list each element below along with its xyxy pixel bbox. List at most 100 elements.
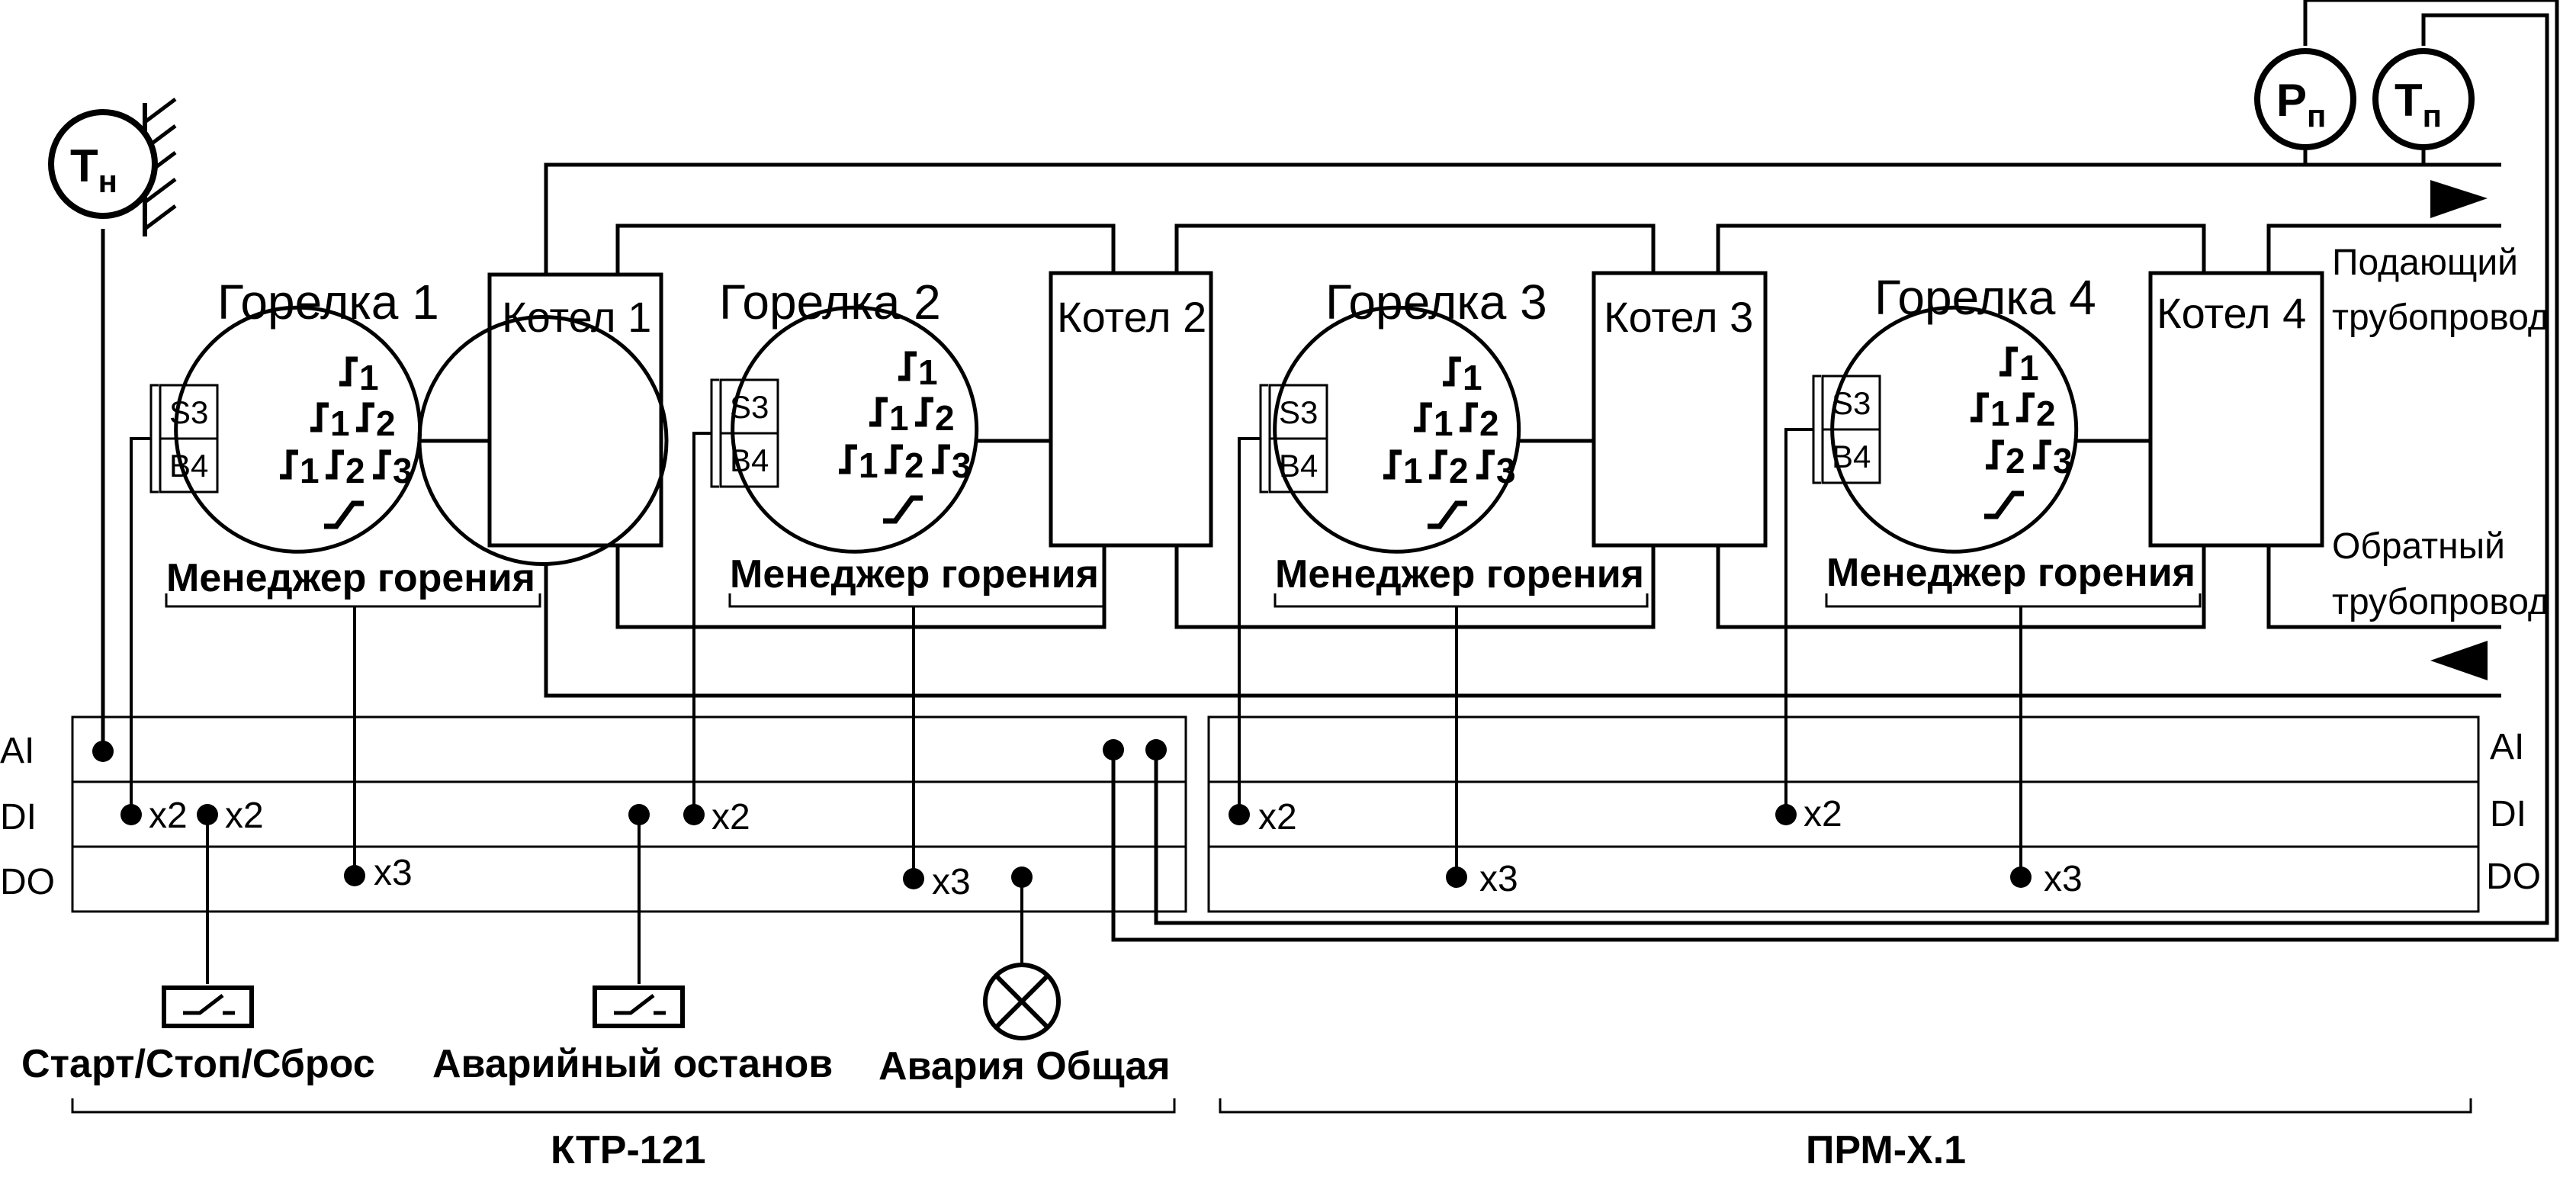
- burner-2-stage-glyph: [915, 397, 933, 427]
- burner-3-stage-glyph: [1414, 402, 1432, 432]
- return-pipe-label-2: трубопровод: [2332, 582, 2549, 622]
- stage-subscript: 1: [1990, 394, 2010, 433]
- burner-2-stage-glyph: [839, 444, 857, 474]
- row-do-right: DO: [2486, 857, 2541, 897]
- row-di-left: DI: [0, 797, 37, 838]
- stage-subscript: 1: [359, 358, 379, 397]
- burner-4-modulation-icon: [1984, 490, 2024, 519]
- burner-4-stage-glyph: [1999, 346, 2018, 377]
- burner-4-stage-glyph: [2016, 392, 2035, 423]
- burner-1-stage-glyph: [310, 402, 329, 432]
- stage-subscript: 3: [2053, 441, 2073, 481]
- stage-subscript: 3: [1496, 451, 1516, 490]
- burner-3-title: Горелка 3: [1325, 275, 1547, 330]
- sb-labels: S3 B4 S3 B4 S3 B4 S3 B4: [169, 385, 1871, 484]
- stage-subscript: 1: [918, 352, 938, 392]
- row-ai-left: AI: [0, 731, 34, 771]
- supply-pipe-label-1: Подающий: [2332, 243, 2518, 283]
- burner-3-stage-glyph: [1476, 449, 1495, 480]
- boiler-labels: Котел 1 Котел 2 Котел 3 Котел 4: [502, 289, 2306, 341]
- stage-subscript: 1: [1403, 451, 1423, 490]
- burner-2-s3: S3: [730, 389, 769, 425]
- burner-1-stage-glyph: [356, 402, 374, 432]
- mult-x2-5: x2: [1804, 794, 1842, 834]
- stage-subscript: 1: [330, 404, 350, 443]
- stage-subscript: 2: [1479, 404, 1499, 443]
- burner-shapes: [174, 305, 2150, 554]
- boiler-2-box: [1049, 271, 1213, 548]
- burner-2-manager: Менеджер горения: [730, 552, 1099, 596]
- burner-3-stage-glyph: [1429, 449, 1447, 480]
- boiler-2-label: Котел 2: [1057, 293, 1206, 341]
- controller-right-label: ПРМ-Х.1: [1806, 1128, 1966, 1172]
- multiplier-labels: x2 x2 x2 x2 x2 x3 x3 x3 x3: [149, 794, 2083, 902]
- burner-1-stage-glyph: [280, 449, 298, 480]
- burner-2-stage-glyph: [932, 444, 950, 474]
- burner-1-stage-glyph: [326, 449, 344, 480]
- signal-lines: [130, 428, 2022, 984]
- sensor-labels: Tн Pп Tп: [70, 75, 2442, 199]
- pressure-sensor-label: Pп: [2276, 75, 2326, 133]
- outdoor-temp-sensor-label: Tн: [70, 140, 117, 199]
- burner-4-s3: S3: [1832, 385, 1871, 421]
- burner-3-stage-glyph: [1443, 356, 1461, 387]
- stage-subscript: 1: [2019, 348, 2039, 387]
- supply-pipe-label-2: трубопровод: [2332, 297, 2549, 338]
- emergency-stop-switch-icon: [593, 985, 685, 1028]
- mult-x2-4: x2: [1258, 797, 1297, 838]
- boiler-3-label: Котел 3: [1604, 293, 1753, 341]
- loop-boiler-1-2: [615, 223, 1116, 629]
- emergency-stop-label: Аварийный останов: [432, 1042, 833, 1086]
- burner-1-b4: B4: [169, 448, 208, 484]
- burner-1-s3: S3: [169, 394, 208, 430]
- loop-boiler-2-3: [1174, 223, 1656, 629]
- bottom-brackets: [71, 1098, 2472, 1114]
- mult-x2-1: x2: [149, 796, 188, 836]
- controller-prm-x1-box: [1207, 715, 2480, 913]
- row-do-left: DO: [0, 862, 55, 902]
- burner-2-modulation-icon: [883, 495, 923, 524]
- return-arrow-icon: [2430, 641, 2488, 680]
- stage-subscript: 2: [376, 404, 396, 443]
- loop-boiler-4-out: [2266, 223, 2501, 629]
- burner-4-b4: B4: [1832, 439, 1871, 474]
- outdoor-temp-sensor-icon: [48, 109, 158, 219]
- mult-x3-3: x3: [1479, 859, 1518, 899]
- stage-subscript: 1: [300, 451, 320, 490]
- stage-glyphs: [280, 346, 2051, 529]
- mult-x2-2: x2: [225, 796, 264, 836]
- pipe-labels: Подающий трубопровод Обратный трубопрово…: [2332, 243, 2549, 622]
- burner-3-stage-glyph: [1460, 402, 1478, 432]
- burner-3-b4: B4: [1279, 448, 1318, 484]
- burner-1-manager: Менеджер горения: [166, 556, 535, 600]
- burner-4-title: Горелка 4: [1874, 270, 2096, 325]
- burner-3-modulation-icon: [1428, 500, 1467, 529]
- burner-2-stage-glyph: [885, 444, 903, 474]
- row-di-right: DI: [2490, 794, 2526, 834]
- start-stop-switch-icon: [162, 985, 254, 1028]
- start-stop-label: Старт/Стоп/Сброс: [21, 1042, 375, 1086]
- burner-4-manager: Менеджер горения: [1826, 551, 2195, 595]
- boiler-1-box: [487, 272, 663, 548]
- row-ai-right: AI: [2490, 727, 2524, 767]
- stage-subscript: 1: [889, 398, 909, 438]
- boiler-4-label: Котел 4: [2157, 289, 2306, 337]
- burner-2-b4: B4: [730, 442, 769, 478]
- burner-4-stage-glyph: [1971, 392, 1989, 423]
- device-labels: Старт/Стоп/Сброс Аварийный останов Авари…: [21, 1042, 1171, 1088]
- burner-1-modulation-icon: [324, 500, 364, 529]
- burner-1-stage-glyph: [373, 449, 391, 480]
- loop-boiler-3-4: [1716, 223, 2206, 629]
- alarm-lamp-icon: [983, 963, 1061, 1040]
- mult-x3-1: x3: [374, 853, 413, 893]
- connection-dots: [92, 739, 2032, 889]
- supply-temp-sensor-icon: [2372, 48, 2475, 150]
- burner-2-title: Горелка 2: [719, 275, 941, 330]
- stage-subscript: 2: [904, 445, 924, 485]
- return-pipe-label-1: Обратный: [2332, 526, 2505, 567]
- pressure-sensor-icon: [2254, 48, 2356, 150]
- burner-4-stage-glyph: [1986, 439, 2004, 470]
- stage-subscript: 1: [1434, 404, 1453, 443]
- supply-temp-sensor-label: Tп: [2395, 75, 2442, 133]
